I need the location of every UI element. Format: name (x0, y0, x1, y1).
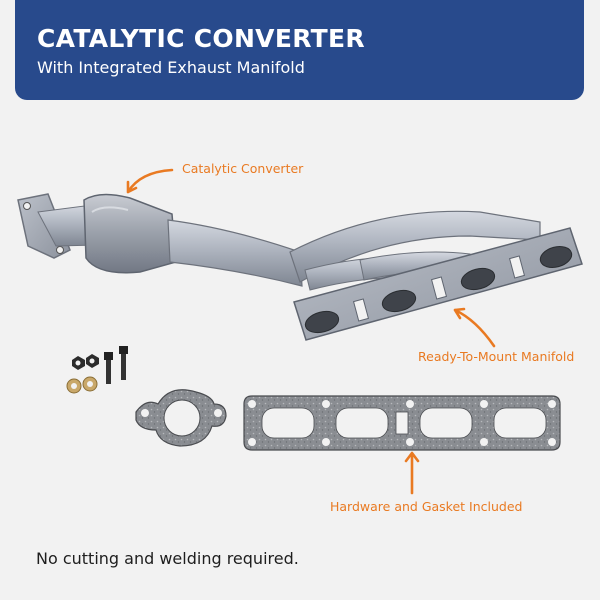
footnote: No cutting and welding required. (36, 549, 299, 568)
manifold-gasket (243, 395, 561, 451)
inlet-gasket (135, 389, 227, 447)
washer-icon (66, 376, 98, 394)
arrow-manifold-icon (453, 307, 496, 348)
banner-subtitle: With Integrated Exhaust Manifold (37, 58, 305, 77)
arrow-catalytic-icon (126, 168, 174, 194)
bolt-icon (104, 346, 128, 384)
arrow-hardware-icon (404, 451, 420, 495)
callout-hardware: Hardware and Gasket Included (330, 499, 523, 514)
callout-catalytic-converter: Catalytic Converter (182, 161, 304, 176)
banner-title: CATALYTIC CONVERTER (37, 24, 365, 53)
header-banner: CATALYTIC CONVERTER With Integrated Exha… (15, 0, 584, 100)
catalytic-converter-assembly (17, 193, 583, 341)
callout-manifold: Ready-To-Mount Manifold (418, 349, 575, 364)
nut-icon (72, 354, 99, 370)
hardware-set (66, 346, 128, 394)
